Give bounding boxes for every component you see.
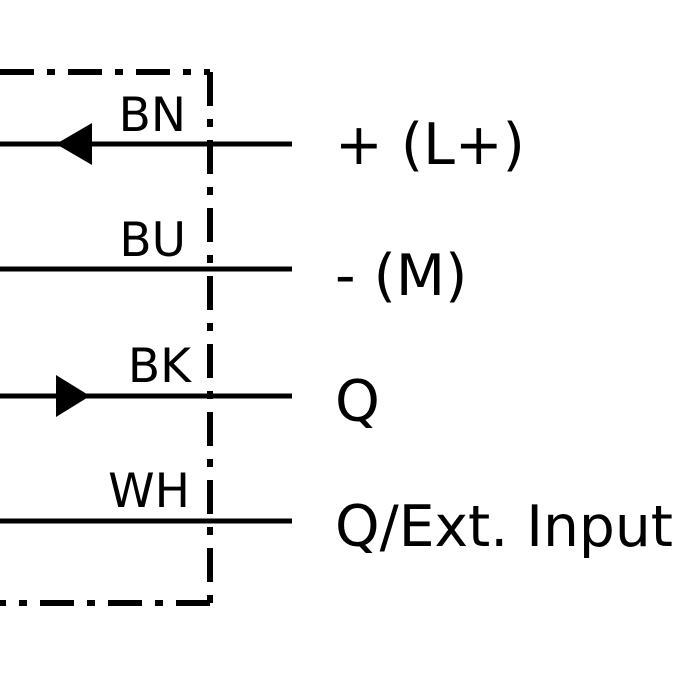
arrow-right-icon	[56, 375, 90, 417]
wire-row-bu: BU - (M)	[0, 213, 467, 309]
wire-color-code: WH	[108, 464, 190, 519]
device-housing-boundary	[0, 69, 213, 606]
wire-color-code: BU	[119, 213, 186, 268]
wire-color-code: BK	[128, 339, 192, 394]
signal-label: Q	[335, 369, 380, 435]
wire-row-bk: BK Q	[0, 339, 380, 435]
wire-row-wh: WH Q/Ext. Input	[0, 464, 673, 560]
signal-label: Q/Ext. Input	[335, 494, 673, 560]
signal-label: - (M)	[335, 243, 467, 309]
signal-label: + (L+)	[335, 112, 525, 178]
arrow-left-icon	[56, 123, 92, 165]
wire-row-bn: BN + (L+)	[0, 88, 525, 178]
wire-color-code: BN	[119, 88, 186, 143]
